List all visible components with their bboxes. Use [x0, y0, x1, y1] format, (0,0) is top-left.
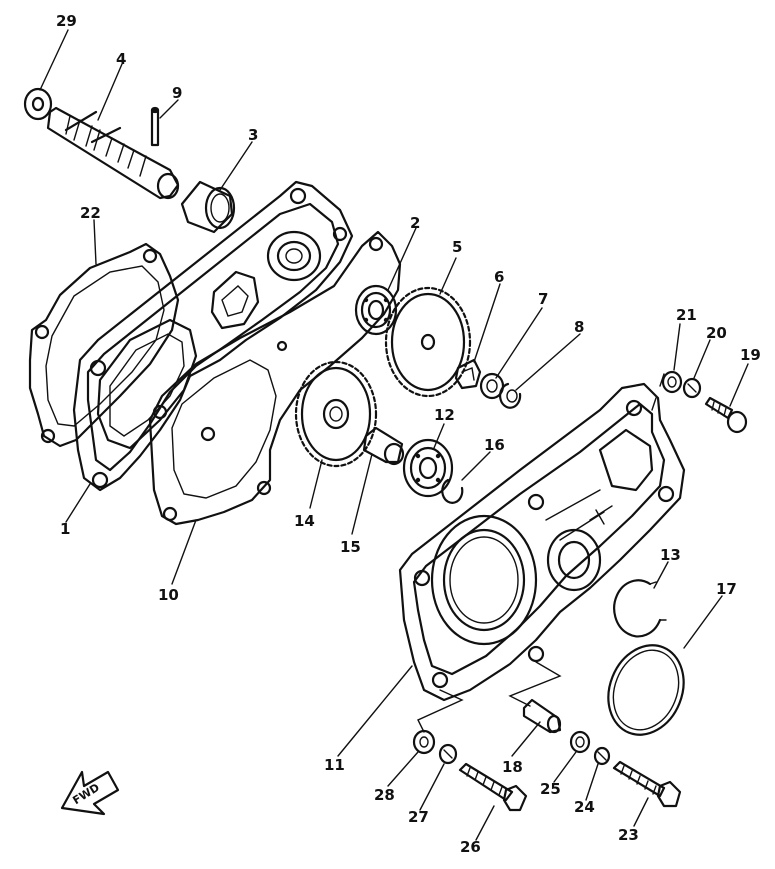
part-18-dowel: [522, 698, 562, 734]
alignment-lines: [417, 373, 665, 733]
label-17: 17: [716, 580, 737, 598]
label-13: 13: [660, 546, 681, 564]
label-27: 27: [408, 808, 429, 826]
label-3: 3: [248, 126, 258, 144]
part-3-bushing: [180, 180, 236, 234]
part-25-washer: [569, 730, 591, 754]
label-18: 18: [502, 758, 523, 776]
label-6: 6: [494, 268, 504, 286]
fwd-direction-arrow: FWD: [60, 770, 120, 816]
part-labels: 29 4 9 3 22 2 5 6 7 8 21 20 19 12 16 14 …: [56, 12, 761, 856]
part-5-gear: [384, 286, 472, 398]
label-8: 8: [574, 318, 584, 336]
label-7: 7: [538, 290, 548, 308]
label-5: 5: [452, 238, 462, 256]
label-2: 2: [410, 214, 420, 232]
label-14: 14: [294, 512, 315, 530]
label-28: 28: [374, 786, 395, 804]
label-22: 22: [80, 204, 101, 222]
part-10-gasket: [148, 230, 402, 526]
part-13-circlip: [613, 579, 667, 638]
part-29-washer: [23, 87, 53, 121]
label-21: 21: [676, 306, 697, 324]
part-15-collar: [362, 426, 405, 466]
label-10: 10: [158, 586, 179, 604]
part-27-lock-washer: [438, 743, 458, 765]
part-17-oring: [607, 644, 685, 736]
label-26: 26: [460, 838, 481, 856]
label-12: 12: [434, 406, 455, 424]
part-26-bolt: [458, 762, 528, 812]
label-25: 25: [540, 780, 561, 798]
label-20: 20: [706, 324, 727, 342]
part-12-bearing: [402, 438, 454, 498]
part-14-gear: [294, 360, 378, 468]
label-16: 16: [484, 436, 505, 454]
part-24-lock-washer: [593, 746, 611, 766]
part-1-housing: [72, 180, 354, 492]
part-16-circlip: [441, 478, 464, 504]
part-28-washer: [412, 729, 436, 755]
label-11: 11: [324, 756, 345, 774]
part-21-washer: [661, 370, 683, 394]
label-23: 23: [618, 826, 639, 844]
label-9: 9: [172, 84, 182, 102]
part-2-bearing: [354, 284, 398, 336]
part-11-cover: [398, 382, 686, 702]
part-4-shaft: [46, 106, 180, 200]
part-8-circlip: [499, 382, 522, 409]
part-23-bolt: [612, 760, 682, 808]
part-20-lock-washer: [682, 377, 702, 399]
part-19-bolt: [704, 396, 748, 434]
label-15: 15: [340, 538, 361, 556]
label-4: 4: [116, 50, 126, 68]
part-22-gasket: [28, 242, 180, 448]
label-19: 19: [740, 346, 761, 364]
label-24: 24: [574, 798, 595, 816]
label-1: 1: [60, 520, 70, 538]
part-9-pin: [150, 106, 160, 147]
label-29: 29: [56, 12, 77, 30]
leader-lines: [39, 29, 749, 841]
